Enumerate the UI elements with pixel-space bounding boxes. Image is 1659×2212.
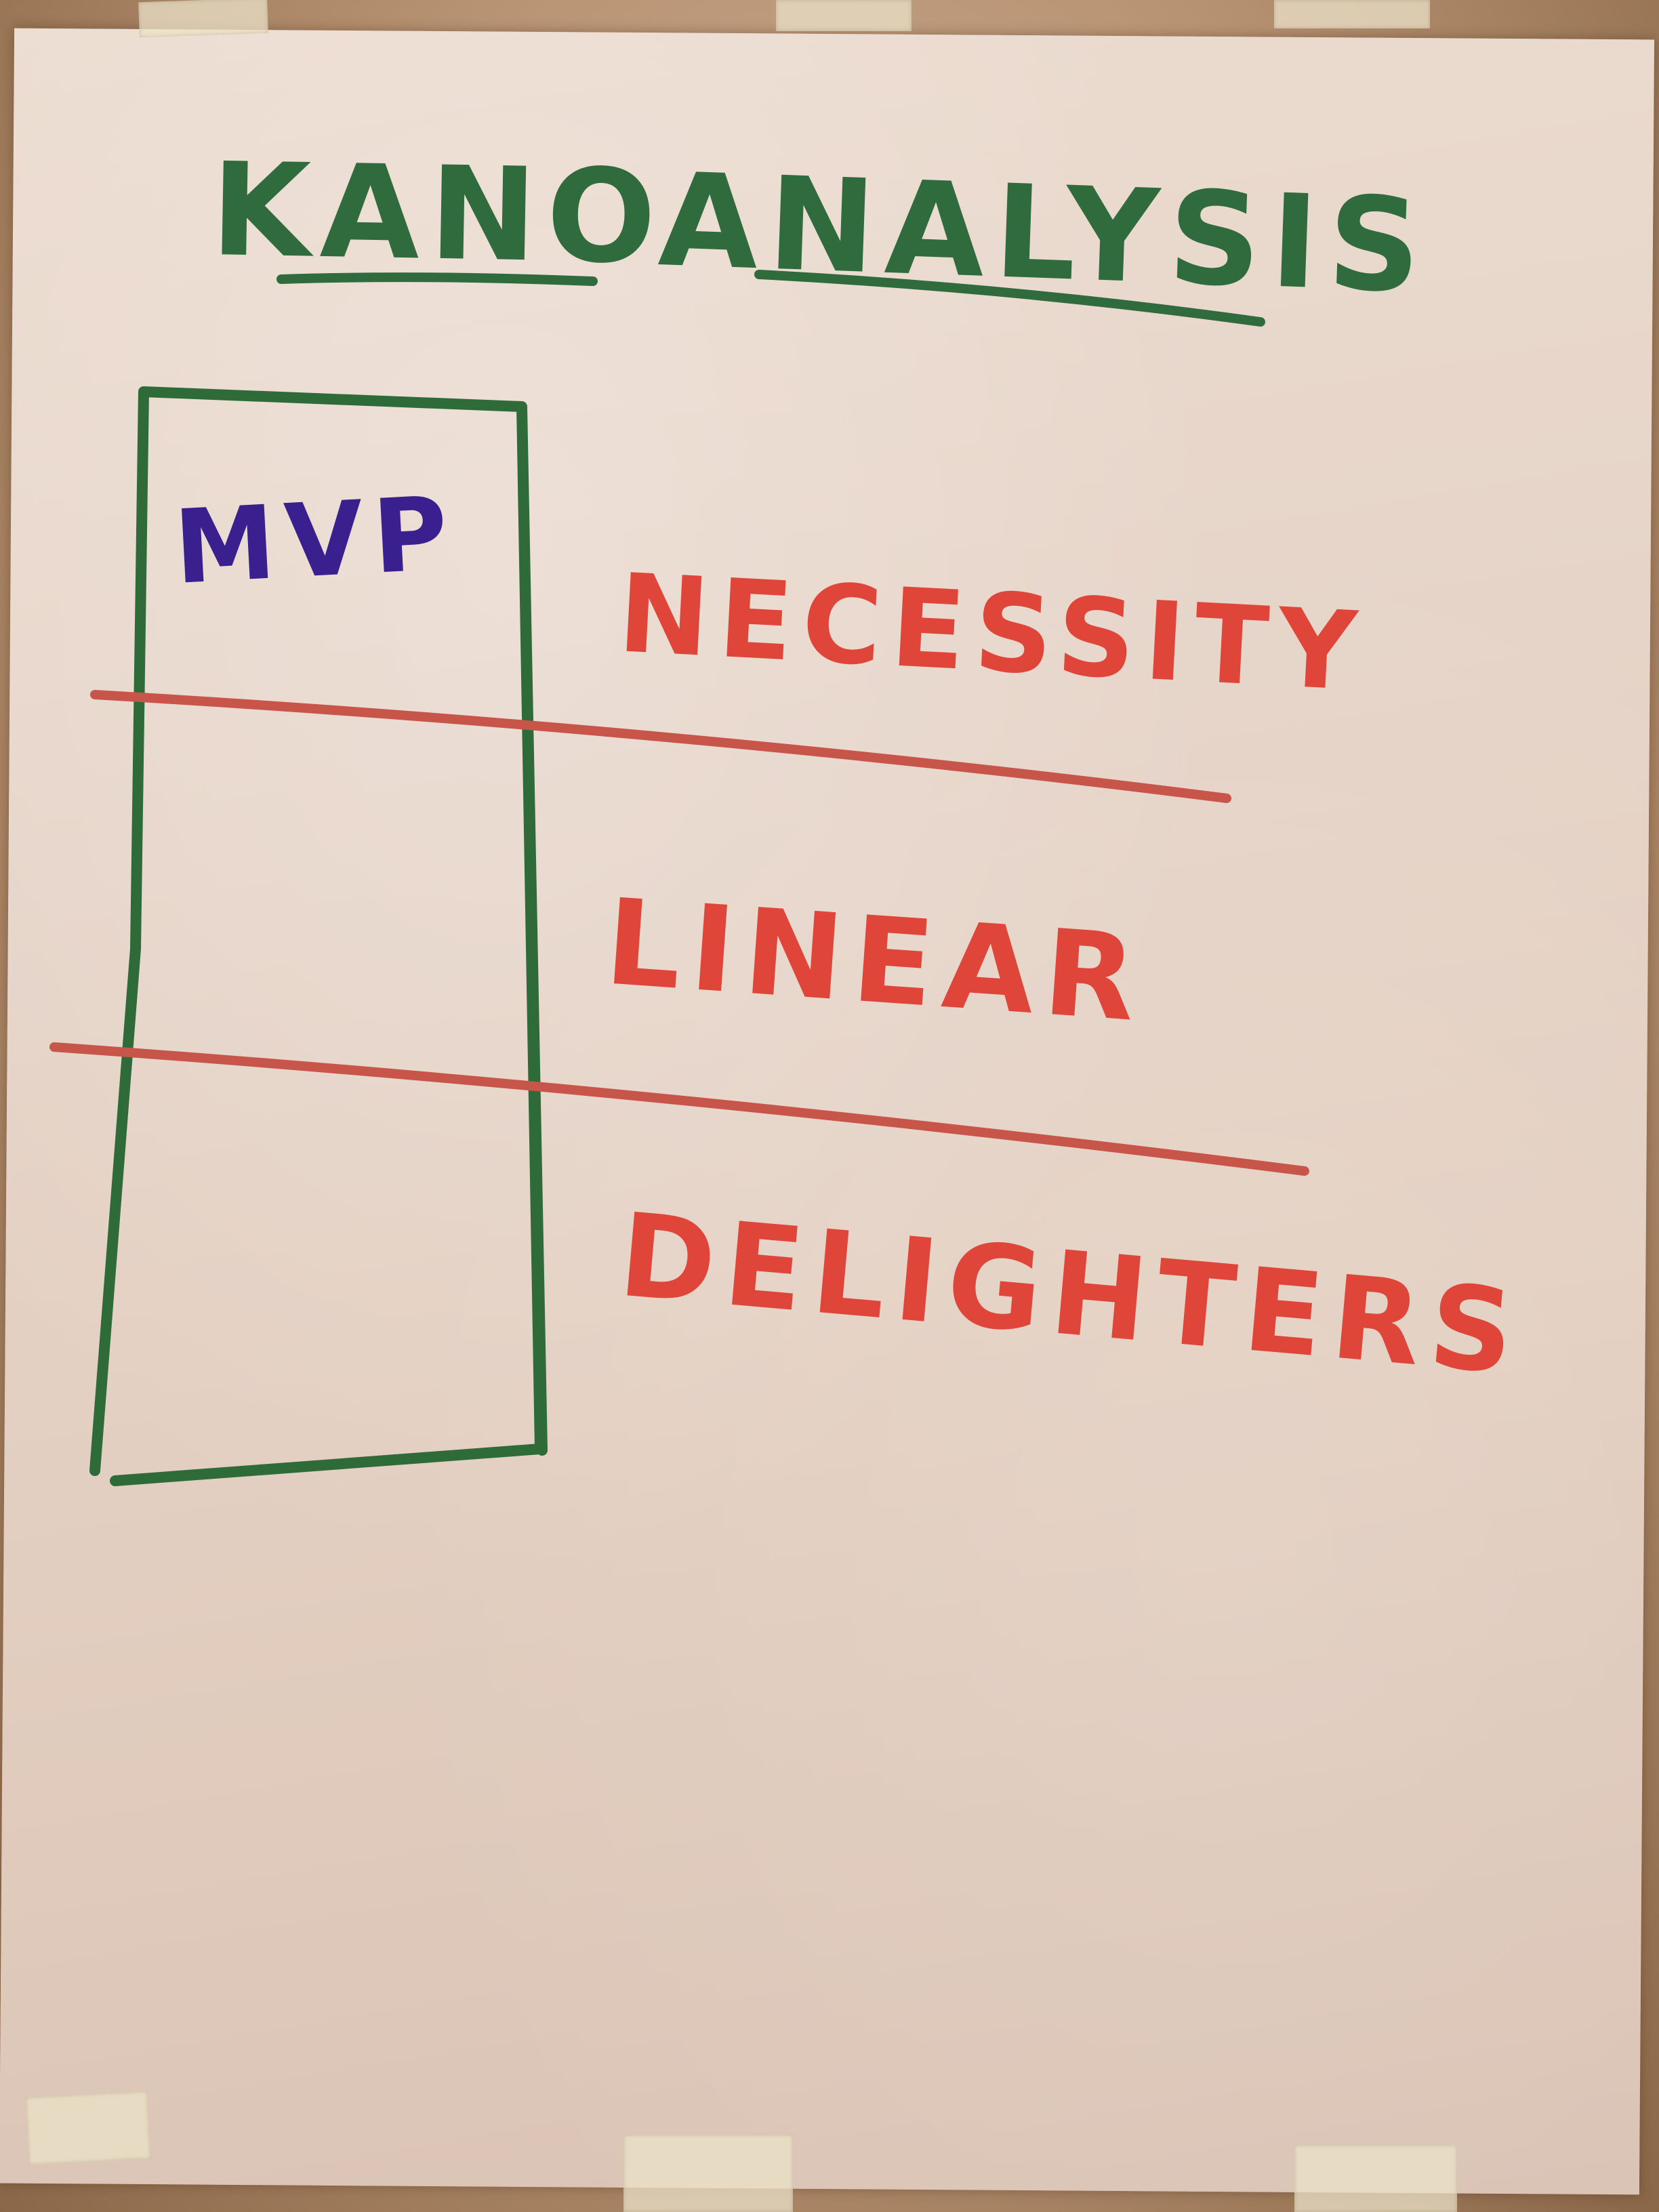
- tape-bottom-right: [1294, 2145, 1457, 2212]
- mvp-box-outline: [89, 386, 548, 1486]
- divider-line-1: [90, 690, 1231, 803]
- tape-bottom-middle: [623, 2135, 793, 2212]
- title-kano: KANO: [209, 135, 667, 293]
- title-underline-kano: [276, 272, 598, 286]
- tape-top-middle: [776, 0, 912, 31]
- title-underline-analysis: [754, 270, 1265, 327]
- mvp-label: MVP: [171, 474, 460, 607]
- tape-top-right: [1274, 0, 1430, 28]
- category-delighters: DELIGHTERS: [614, 1189, 1528, 1401]
- category-necessity: NECESSITY: [615, 550, 1369, 716]
- divider-line-2: [49, 1042, 1309, 1176]
- category-linear: LINEAR: [601, 874, 1149, 1048]
